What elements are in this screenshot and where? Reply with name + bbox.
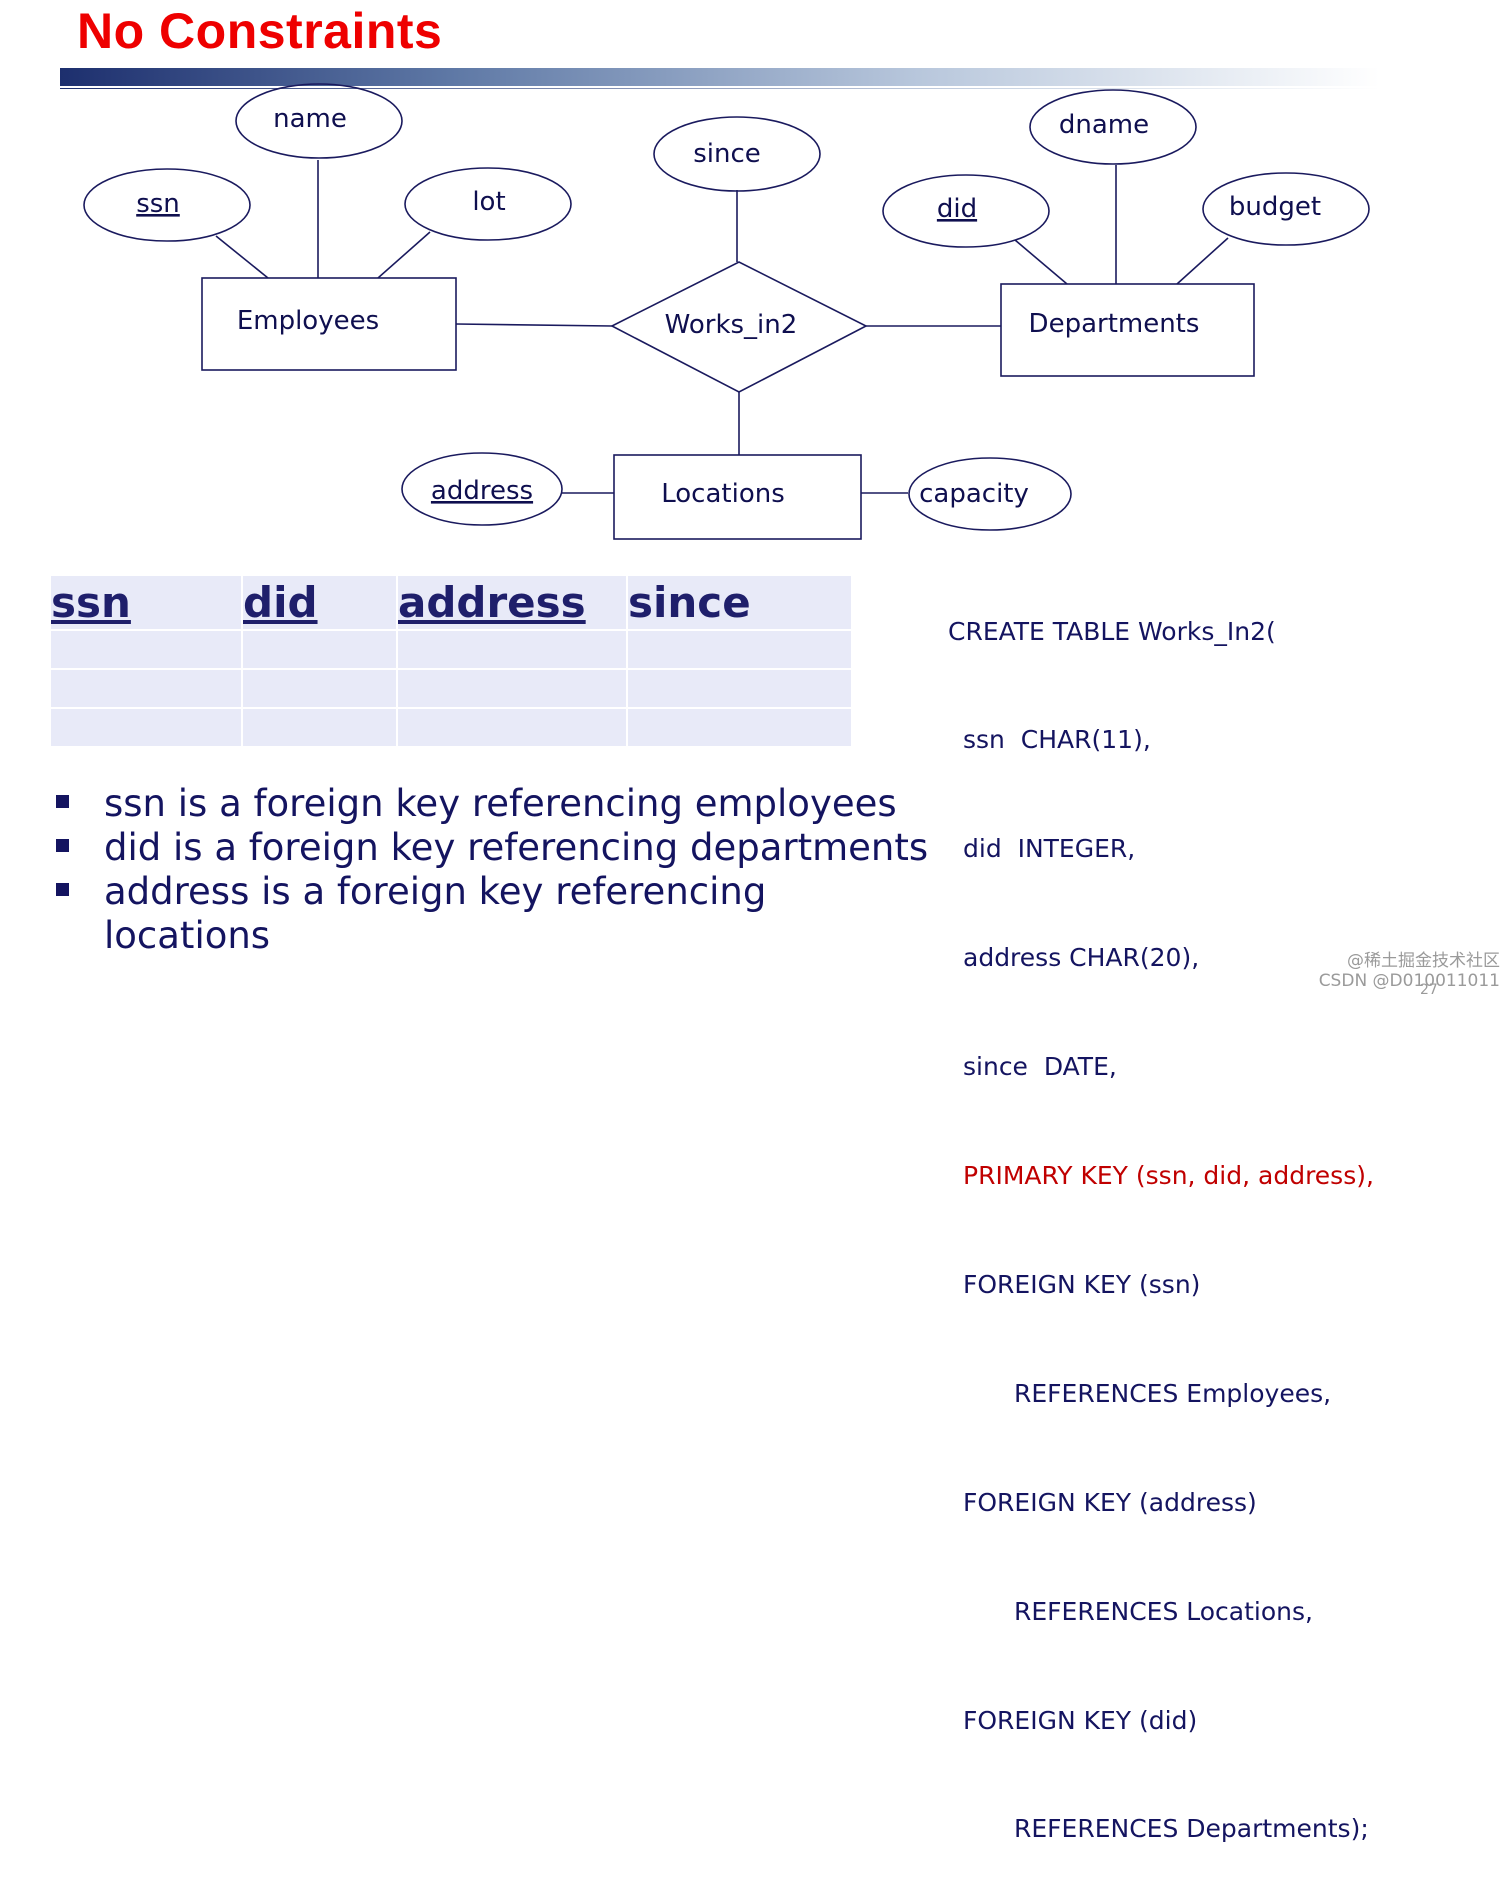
square-bullet-icon xyxy=(56,839,69,852)
bullet-text: address is a foreign key referencing loc… xyxy=(104,870,767,957)
table-cell xyxy=(628,670,851,707)
er-diagram: ssn name lot since did dname budget addr… xyxy=(83,83,1370,540)
table-row xyxy=(51,709,851,746)
attribute-lot-label: lot xyxy=(472,187,505,217)
sql-line: FOREIGN KEY (address) xyxy=(963,1487,1257,1517)
bullet-item: did is a foreign key referencing departm… xyxy=(54,826,934,870)
table-cell xyxy=(51,670,241,707)
column-header-label: since xyxy=(628,578,751,627)
attribute-did-label: did xyxy=(937,194,977,224)
table-cell xyxy=(398,709,626,746)
column-header-label: ssn xyxy=(51,578,131,627)
attribute-name-label: name xyxy=(273,104,347,134)
square-bullet-icon xyxy=(56,795,69,808)
table-cell xyxy=(243,631,396,668)
sql-primary-key-line: PRIMARY KEY (ssn, did, address), xyxy=(963,1161,1374,1191)
table-row xyxy=(51,631,851,668)
edge-ssn-employees xyxy=(215,235,269,279)
attribute-ssn-label: ssn xyxy=(136,189,180,219)
sql-line: address CHAR(20), xyxy=(963,943,1200,973)
sql-create-table: CREATE TABLE Works_In2( ssn CHAR(11), di… xyxy=(948,541,1374,1884)
attribute-address xyxy=(401,452,563,526)
relationship-works-in2-label: Works_in2 xyxy=(665,310,798,340)
bullet-text: did is a foreign key referencing departm… xyxy=(104,826,929,869)
attribute-budget xyxy=(1202,172,1370,246)
entity-employees-label: Employees xyxy=(237,306,379,336)
entity-departments xyxy=(1000,283,1255,377)
page-number: 27 xyxy=(1420,982,1438,998)
table-cell xyxy=(51,709,241,746)
table-cell xyxy=(51,631,241,668)
table-row xyxy=(51,670,851,707)
sql-line: FOREIGN KEY (did) xyxy=(963,1705,1198,1735)
attribute-dname-label: dname xyxy=(1059,110,1149,140)
sql-line: since DATE, xyxy=(963,1052,1117,1082)
sql-line: REFERENCES Departments); xyxy=(1014,1814,1369,1844)
attribute-name xyxy=(235,83,403,159)
watermark-line: CSDN @D010011011 xyxy=(1318,971,1500,991)
entity-employees xyxy=(201,277,457,371)
table-cell xyxy=(398,631,626,668)
attribute-capacity xyxy=(908,457,1072,531)
table-cell xyxy=(628,631,851,668)
entity-locations-label: Locations xyxy=(661,479,785,509)
sql-line: REFERENCES Employees, xyxy=(1014,1378,1332,1408)
sql-line: CREATE TABLE Works_In2( xyxy=(948,616,1276,646)
table-cell xyxy=(628,709,851,746)
bullet-text: ssn is a foreign key referencing employe… xyxy=(104,782,897,825)
column-header-address: address xyxy=(398,576,626,629)
watermark-line: @稀土掘金技术社区 xyxy=(1347,951,1500,971)
attribute-did xyxy=(882,174,1050,248)
entity-departments-label: Departments xyxy=(1029,309,1200,339)
sql-line: REFERENCES Locations, xyxy=(1014,1596,1313,1626)
bullet-item: address is a foreign key referencing loc… xyxy=(54,870,934,958)
works-in2-relation-table: ssn did address since xyxy=(49,574,853,748)
attribute-budget-label: budget xyxy=(1229,192,1321,222)
table-header-row: ssn did address since xyxy=(51,576,851,629)
bullet-list: ssn is a foreign key referencing employe… xyxy=(54,782,934,958)
attribute-since xyxy=(653,116,821,192)
attribute-dname xyxy=(1029,89,1197,165)
table-cell xyxy=(243,709,396,746)
column-header-since: since xyxy=(628,576,851,629)
attribute-capacity-label: capacity xyxy=(919,479,1029,509)
slide-title: No Constraints xyxy=(77,3,443,59)
relationship-works-in2 xyxy=(610,261,868,393)
column-header-did: did xyxy=(243,576,396,629)
edge-did-departments xyxy=(1014,239,1068,285)
watermark: @稀土掘金技术社区 CSDN @D010011011 xyxy=(1319,951,1500,991)
sql-line: ssn CHAR(11), xyxy=(963,725,1151,755)
edge-budget-departments xyxy=(1176,237,1229,285)
sql-line: FOREIGN KEY (ssn) xyxy=(963,1269,1201,1299)
attribute-since-label: since xyxy=(693,139,761,169)
table-cell xyxy=(398,670,626,707)
column-header-label: did xyxy=(243,578,318,627)
column-header-ssn: ssn xyxy=(51,576,241,629)
title-underline xyxy=(60,88,1380,89)
edge-lot-employees xyxy=(377,231,431,279)
column-header-label: address xyxy=(398,578,586,627)
table-cell xyxy=(243,670,396,707)
attribute-address-label: address xyxy=(431,476,533,506)
square-bullet-icon xyxy=(56,883,69,896)
entity-locations xyxy=(613,454,862,540)
bullet-item: ssn is a foreign key referencing employe… xyxy=(54,782,934,826)
attribute-ssn xyxy=(83,168,251,242)
title-gradient-bar xyxy=(60,68,1380,86)
attribute-lot xyxy=(404,167,572,241)
edge-employees-works xyxy=(455,323,613,327)
sql-line: did INTEGER, xyxy=(963,834,1136,864)
